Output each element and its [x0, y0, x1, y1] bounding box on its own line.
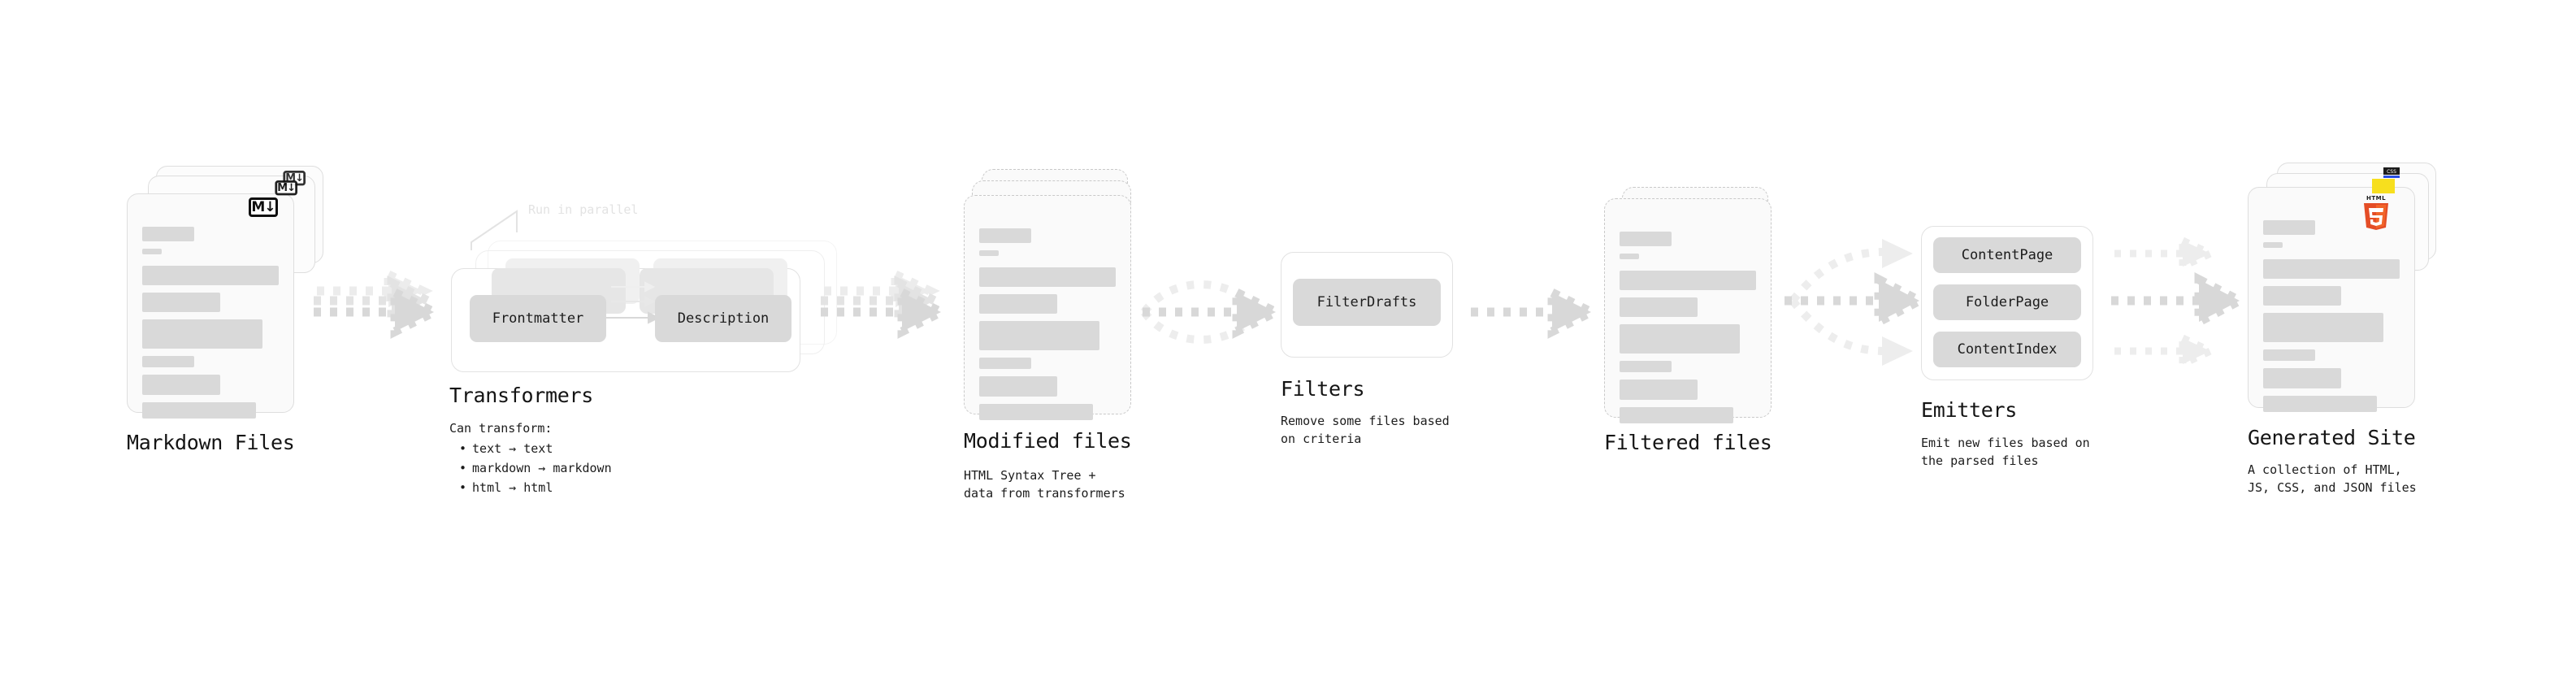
- generated-site-content: [2263, 220, 2400, 419]
- svg-text:HTML: HTML: [2366, 195, 2386, 202]
- js-icon: [2372, 179, 2395, 193]
- stage-heading-filters: Filters: [1281, 377, 1365, 401]
- markdown-icon-mid: M↓: [275, 180, 297, 196]
- generated-site-card-front: [2248, 187, 2415, 412]
- transformer-chip-frontmatter[interactable]: Frontmatter: [470, 295, 606, 342]
- svg-text:CSS: CSS: [2387, 169, 2396, 175]
- stage-heading-filtered-files: Filtered files: [1604, 431, 1772, 454]
- arrow-modified-to-filters: [1140, 280, 1286, 344]
- stage-heading-emitters: Emitters: [1921, 398, 2018, 422]
- emitters-chip-contentpage-label: ContentPage: [1961, 247, 2053, 263]
- transformer-chip-description[interactable]: Description: [655, 295, 791, 342]
- run-in-parallel-bracket: [471, 210, 518, 250]
- filters-chip-filterdrafts-label: FilterDrafts: [1316, 294, 1417, 310]
- transformer-chip-frontmatter-label: Frontmatter: [492, 310, 584, 327]
- arrow-filtered-to-emitters: [1785, 239, 1929, 366]
- emitters-chip-contentpage[interactable]: ContentPage: [1933, 237, 2081, 273]
- emitters-chip-folderpage-label: FolderPage: [1965, 294, 2049, 310]
- stage-heading-transformers: Transformers: [449, 384, 594, 407]
- html5-icon: HTML: [2364, 195, 2388, 230]
- transformers-bullet-2: html → html: [459, 478, 612, 497]
- filtered-file-card-front: [1604, 198, 1772, 423]
- transformer-inner-arrows: [603, 281, 661, 324]
- transformers-bullet-1: markdown → markdown: [459, 458, 612, 478]
- filters-caption: Remove some files based on criteria: [1281, 414, 1450, 446]
- stage-heading-markdown-files: Markdown Files: [127, 431, 295, 454]
- markdown-icon-mid-label: M↓: [277, 181, 296, 194]
- modified-file-card-front: [964, 195, 1131, 420]
- modified-file-content: [979, 228, 1116, 427]
- transformers-bullet-list: text → text markdown → markdown html → h…: [459, 439, 612, 497]
- emitters-chip-contentindex-label: ContentIndex: [1957, 341, 2058, 358]
- modified-files-caption: HTML Syntax Tree + data from transformer…: [964, 468, 1125, 501]
- markdown-file-card-front: [127, 193, 294, 419]
- stage-heading-modified-files: Modified files: [964, 429, 1132, 453]
- transformers-bullet-0: text → text: [459, 439, 612, 458]
- filters-chip-filterdrafts[interactable]: FilterDrafts: [1293, 279, 1441, 326]
- transformers-caption-title: Can transform:: [449, 421, 553, 436]
- run-in-parallel-label: Run in parallel: [528, 202, 639, 217]
- arrow-transformers-to-modified: [821, 267, 952, 339]
- arrow-filters-to-filtered: [1471, 285, 1602, 339]
- arrow-markdown-to-transformers: [314, 267, 445, 339]
- emitters-caption: Emit new files based on the parsed files: [1921, 436, 2090, 468]
- transformer-chip-description-label: Description: [677, 310, 770, 327]
- emitters-chip-contentindex[interactable]: ContentIndex: [1933, 332, 2081, 367]
- arrow-emitters-to-site: [2111, 234, 2249, 371]
- css3-icon: CSS: [2383, 167, 2400, 178]
- markdown-icon: M↓: [249, 197, 278, 217]
- filtered-file-content: [1620, 232, 1756, 431]
- stage-heading-generated-site: Generated Site: [2248, 426, 2416, 449]
- generated-site-caption: A collection of HTML, JS, CSS, and JSON …: [2248, 462, 2417, 495]
- emitters-chip-folderpage[interactable]: FolderPage: [1933, 284, 2081, 320]
- markdown-icon-label: M↓: [251, 198, 275, 215]
- markdown-file-content: [142, 227, 279, 426]
